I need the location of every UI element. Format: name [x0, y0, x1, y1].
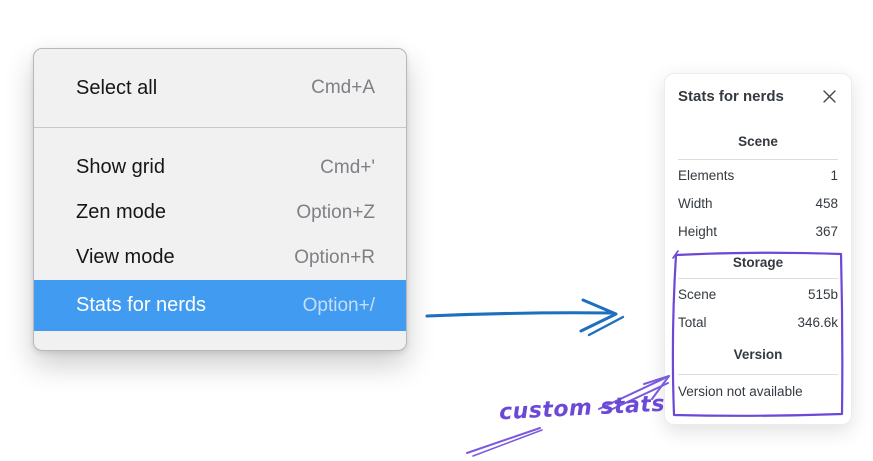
stat-label: Height — [678, 223, 718, 239]
stats-panel: Stats for nerds Scene Elements 1 Width 4… — [664, 73, 852, 425]
section-divider — [678, 374, 838, 375]
version-note: Version not available — [678, 384, 803, 399]
menu-item-show-grid[interactable]: Show grid Cmd+' — [34, 145, 406, 190]
section-divider — [678, 278, 838, 279]
stats-panel-title: Stats for nerds — [678, 87, 784, 105]
stat-label: Elements — [678, 167, 735, 183]
section-heading-scene: Scene — [738, 134, 778, 149]
stat-value: 346.6k — [797, 314, 838, 330]
menu-item-shortcut: Option+R — [294, 246, 375, 268]
menu-item-label: Stats for nerds — [76, 294, 207, 316]
menu-item-shortcut: Cmd+A — [311, 77, 375, 98]
menu-section: Show grid Cmd+' Zen mode Option+Z View m… — [34, 128, 406, 331]
menu-item-shortcut: Option+Z — [296, 201, 375, 223]
stat-row-elements: Elements 1 — [678, 161, 838, 189]
stat-row-height: Height 367 — [678, 217, 838, 245]
stat-row-total-storage: Total 346.6k — [678, 308, 838, 336]
close-icon[interactable] — [820, 87, 838, 105]
menu-item-select-all[interactable]: Select all Cmd+A — [34, 49, 406, 127]
context-menu: Select all Cmd+A Show grid Cmd+' Zen mod… — [33, 48, 407, 351]
section-heading-version: Version — [733, 347, 783, 362]
menu-separator — [34, 127, 406, 128]
custom-stats-stroke — [466, 427, 543, 457]
flow-arrow — [425, 298, 625, 337]
stat-label: Scene — [678, 286, 717, 302]
stat-label: Total — [678, 314, 707, 330]
stat-value: 1 — [830, 167, 838, 183]
menu-item-view-mode[interactable]: View mode Option+R — [34, 235, 406, 280]
stat-row-scene-storage: Scene 515b — [678, 280, 838, 308]
stat-value: 367 — [815, 223, 838, 239]
section-divider — [678, 159, 838, 160]
stat-value: 515b — [807, 286, 838, 302]
stat-value: 458 — [815, 195, 838, 211]
stat-row-width: Width 458 — [678, 189, 838, 217]
menu-item-shortcut: Option+/ — [302, 294, 375, 316]
menu-item-label: Zen mode — [76, 201, 167, 223]
menu-item-zen-mode[interactable]: Zen mode Option+Z — [34, 190, 406, 235]
menu-item-label: Select all — [76, 76, 158, 99]
stats-panel-header: Stats for nerds — [678, 85, 838, 107]
menu-item-label: Show grid — [76, 156, 165, 178]
custom-stats-annotation: custom stats — [498, 391, 666, 426]
menu-item-shortcut: Cmd+' — [320, 156, 375, 178]
stat-label: Width — [678, 195, 713, 211]
menu-item-stats-for-nerds[interactable]: Stats for nerds Option+/ — [34, 280, 406, 331]
menu-item-label: View mode — [76, 246, 175, 268]
section-heading-storage: Storage — [732, 255, 784, 270]
